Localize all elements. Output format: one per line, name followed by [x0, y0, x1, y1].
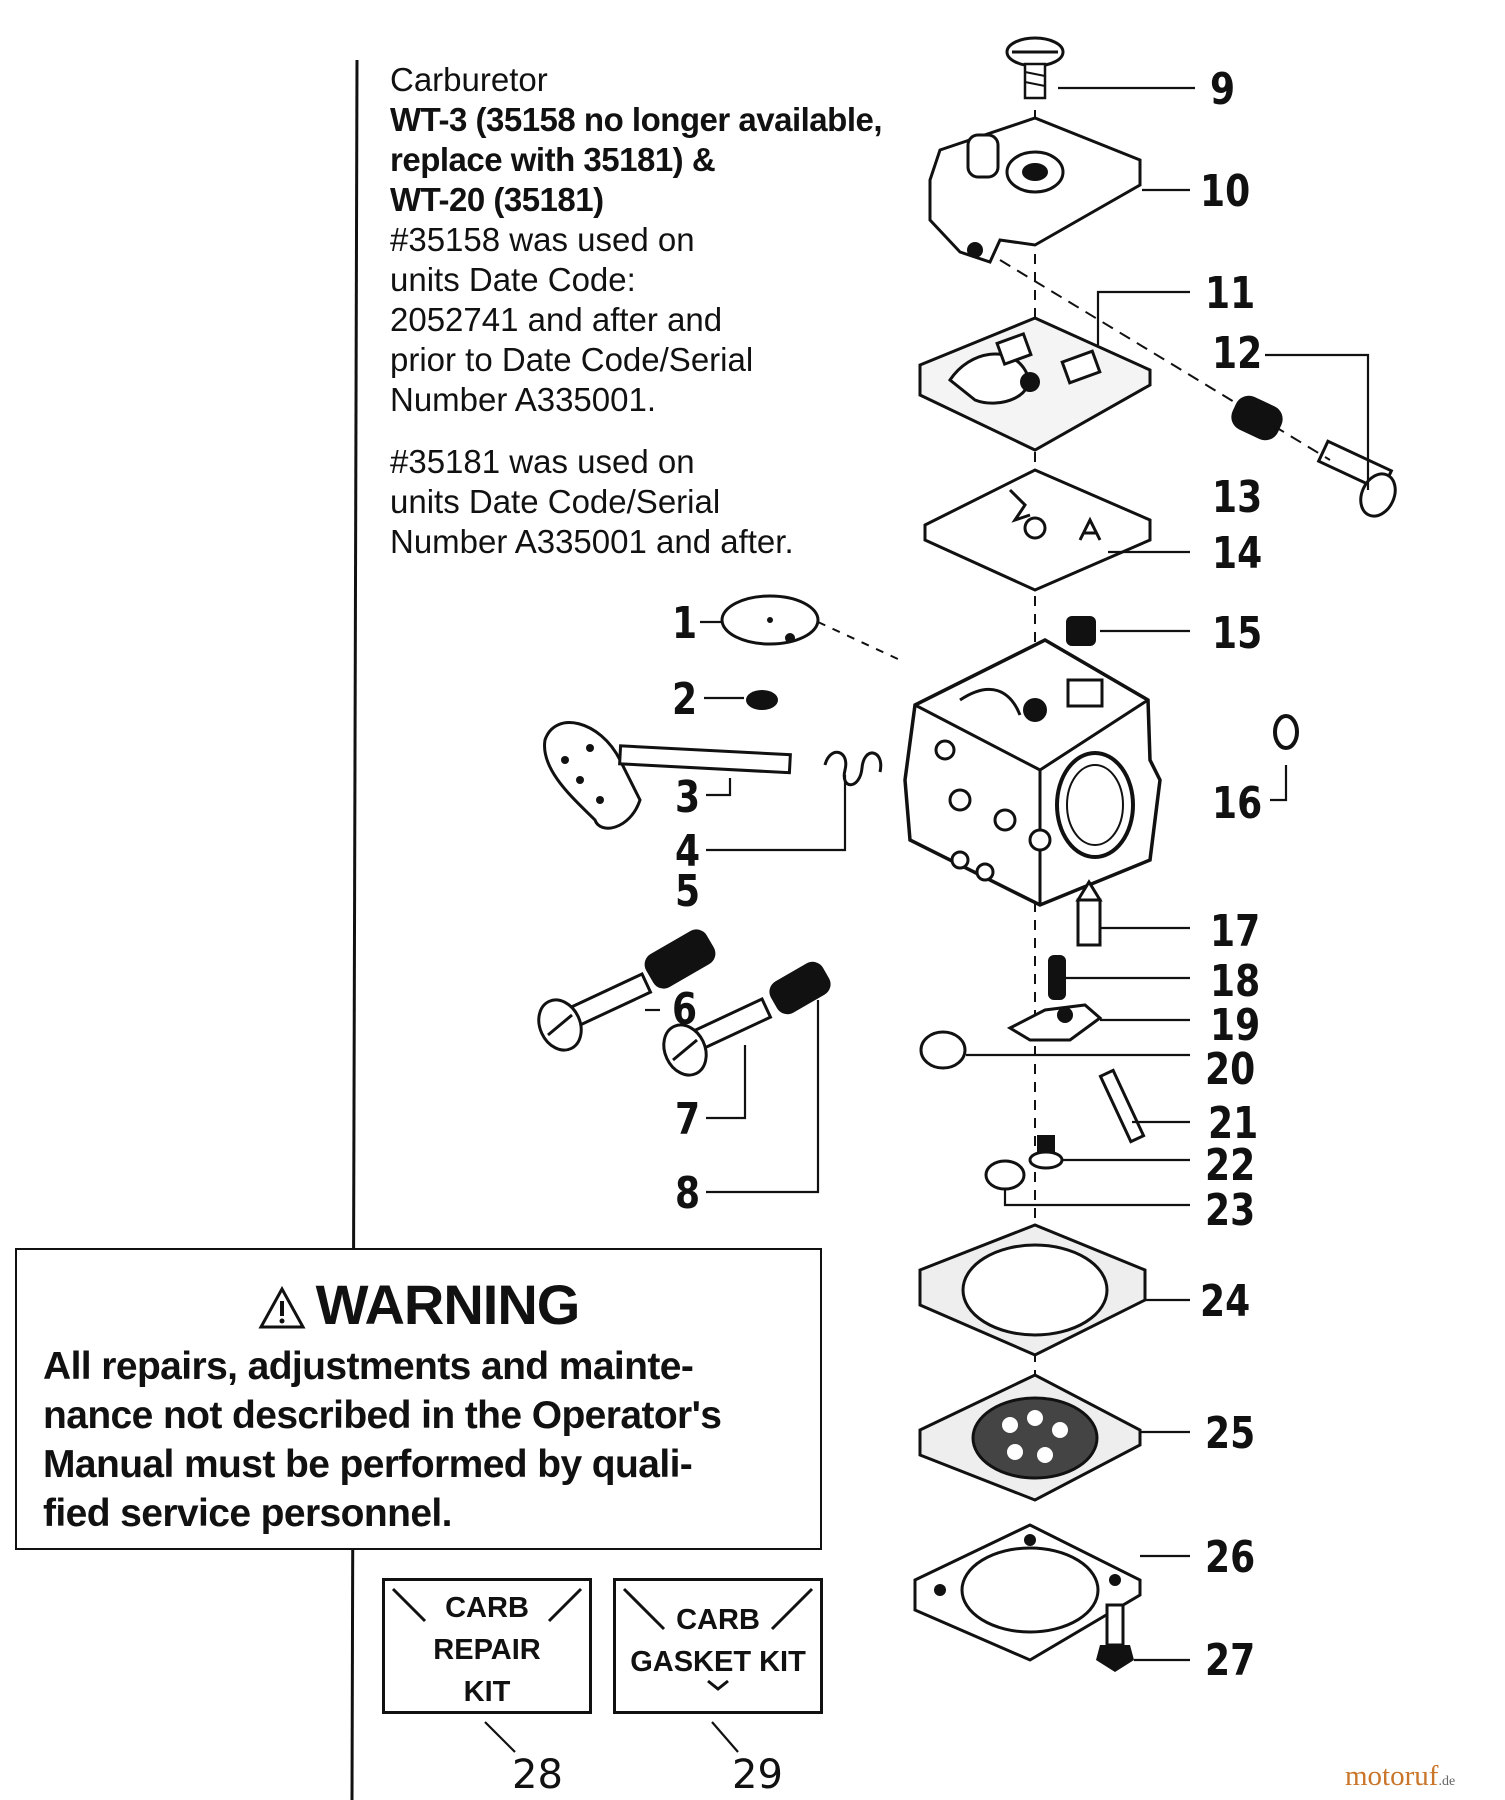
description-heading: Carburetor [390, 61, 548, 98]
note1-line-3: 2052741 and after and [390, 301, 723, 338]
part-label-20: 20 [1205, 1045, 1255, 1095]
warning-body: All repairs, adjustments and mainte- nan… [43, 1342, 813, 1538]
repair-kit-line-3: KIT [463, 1676, 511, 1708]
part-14-diaphragm [923, 468, 1152, 592]
part-label-14: 14 [1212, 529, 1262, 579]
warning-box: WARNING All repairs, adjustments and mai… [15, 1248, 822, 1550]
note2-line-1: #35181 was used on [390, 443, 695, 480]
part-label-29: 29 [732, 1752, 783, 1798]
warning-line-3: Manual must be performed by quali- [43, 1443, 693, 1486]
watermark-tld: .de [1438, 1774, 1456, 1789]
watermark-brand: motoruf [1345, 1760, 1439, 1792]
part-label-18: 18 [1210, 957, 1260, 1007]
part-label-7: 7 [675, 1095, 700, 1145]
part-label-5: 5 [675, 867, 700, 917]
warning-heading: WARNING [17, 1272, 820, 1343]
carb-gasket-kit-box: CARB GASKET KIT [613, 1578, 823, 1714]
part-4-spring [823, 751, 883, 787]
models-line-3: WT-20 (35181) [390, 181, 604, 218]
part-label-21: 21 [1208, 1099, 1258, 1149]
part-20-disc [919, 1030, 967, 1070]
models-line-1: WT-3 (35158 no longer available, [390, 101, 883, 138]
warning-line-4: fied service personnel. [43, 1492, 452, 1535]
part-18-spring [1048, 955, 1066, 1000]
part-label-9: 9 [1210, 65, 1235, 115]
part-15-plug [1066, 616, 1096, 646]
gasket-kit-line-1: CARB [676, 1604, 760, 1636]
description-block: Carburetor WT-3 (35158 no longer availab… [390, 60, 950, 562]
part-label-13: 13 [1212, 473, 1262, 523]
warning-triangle-icon [258, 1278, 306, 1343]
part-21-pin [1098, 1068, 1146, 1144]
note1-line-2: units Date Code: [390, 261, 636, 298]
part-7-screw [662, 997, 773, 1077]
part-17-needle [1075, 879, 1103, 947]
part-label-4: 4 [675, 827, 700, 877]
warning-line-1: All repairs, adjustments and mainte- [43, 1345, 694, 1388]
part-11-gasket [918, 316, 1152, 452]
leader-lines [484, 86, 1370, 1753]
part-10-cover [928, 116, 1142, 264]
part-8-spring [769, 961, 831, 1015]
part-label-8: 8 [675, 1169, 700, 1219]
part-label-19: 19 [1210, 1001, 1260, 1051]
part-number-labels: 9 10 11 12 13 14 15 16 17 18 19 20 21 22… [512, 65, 1262, 1798]
repair-kit-flap-lines [391, 1587, 583, 1623]
part-label-17: 17 [1210, 907, 1260, 957]
part-label-26: 26 [1205, 1533, 1255, 1583]
part-label-12: 12 [1212, 329, 1262, 379]
part-label-16: 16 [1212, 779, 1262, 829]
part-2-screw [746, 690, 778, 710]
repair-kit-line-1: CARB [445, 1592, 529, 1624]
part-6-screw [537, 972, 653, 1052]
part-label-10: 10 [1200, 167, 1250, 217]
part-24-gasket [918, 1223, 1147, 1357]
part-label-25: 25 [1205, 1409, 1255, 1459]
part-label-23: 23 [1205, 1186, 1255, 1236]
note2-line-2: units Date Code/Serial [390, 483, 721, 520]
part-label-11: 11 [1205, 269, 1255, 319]
warning-title: WARNING [315, 1273, 581, 1336]
part-12-axis [999, 259, 1331, 461]
watermark: motoruf.de [1345, 1760, 1455, 1793]
note2-line-3: Number A335001 and after. [390, 523, 794, 560]
part-label-6: 6 [672, 985, 697, 1035]
carb-repair-kit-box: CARB REPAIR KIT [382, 1578, 592, 1714]
part-26-pump-cover [913, 1523, 1142, 1662]
gasket-kit-flap-lines [622, 1587, 814, 1691]
part-27-screw [1096, 1603, 1134, 1672]
carburetor-body [903, 638, 1162, 907]
part-5-spring [644, 929, 716, 989]
part-label-27: 27 [1205, 1636, 1255, 1686]
part-label-2: 2 [672, 675, 697, 725]
part-3-throttle-shaft [543, 721, 792, 830]
part-19-lever [1006, 1003, 1103, 1042]
part-label-24: 24 [1200, 1277, 1250, 1327]
part-label-1: 1 [672, 599, 697, 649]
note1-line-5: Number A335001. [390, 381, 657, 418]
models-line-2: replace with 35181) & [390, 141, 716, 178]
part-23-disc [984, 1159, 1026, 1191]
part-label-28: 28 [512, 1752, 563, 1798]
part-16-washer [1273, 714, 1299, 750]
part-1-disc [720, 594, 820, 646]
warning-line-2: nance not described in the Operator's [43, 1394, 722, 1437]
part-13-spring [1231, 395, 1283, 441]
gasket-kit-line-2: GASKET KIT [630, 1646, 806, 1678]
part-25-pump-diaphragm [918, 1373, 1142, 1502]
part-9-screw [1005, 36, 1065, 100]
part-label-3: 3 [675, 773, 700, 823]
part-12-screw [1316, 439, 1397, 518]
repair-kit-line-2: REPAIR [433, 1634, 541, 1666]
note1-line-4: prior to Date Code/Serial [390, 341, 754, 378]
part-label-22: 22 [1205, 1141, 1255, 1191]
part-label-15: 15 [1212, 609, 1262, 659]
note1-line-1: #35158 was used on [390, 221, 695, 258]
